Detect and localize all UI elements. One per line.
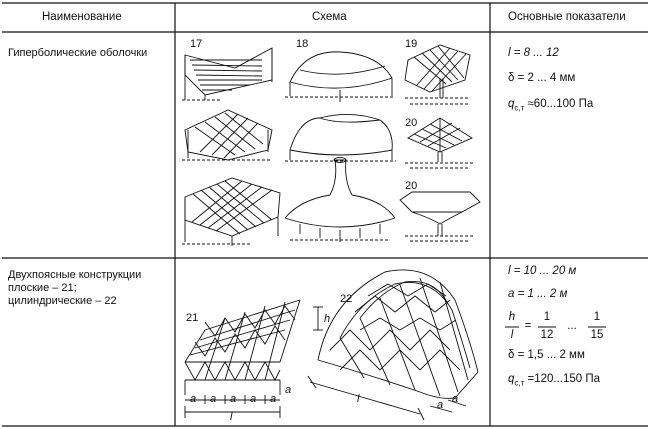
label-a-2: a <box>210 393 217 405</box>
row2-indicator-delta: δ = 1,5 ... 2 мм <box>508 349 585 361</box>
label-a-22b: a <box>452 393 459 405</box>
shell-drawing-18c <box>284 157 396 242</box>
row1-name: Гиперболические оболочки <box>8 47 148 59</box>
fig-number-20b: 20 <box>405 180 418 192</box>
frac2-num: 1 <box>593 311 601 323</box>
fig-number-18: 18 <box>296 38 309 50</box>
fig-number-19: 19 <box>405 38 418 50</box>
label-a-4: a <box>250 393 257 405</box>
frac2-den: 15 <box>590 329 604 341</box>
row2-indicator-a: a = 1 ... 2 м <box>508 288 568 300</box>
shell-drawing-17c <box>182 177 281 246</box>
row2-name-line3: цилиндрические – 22 <box>8 295 117 307</box>
label-a-1: a <box>190 393 197 405</box>
shell-drawing-17a <box>182 47 273 101</box>
frac1-den: 12 <box>540 329 554 341</box>
header-scheme: Схема <box>312 11 347 23</box>
fig-number-20a: 20 <box>405 117 418 129</box>
row2-indicator-l: l = 10 ... 20 м <box>508 265 577 277</box>
truss-drawing-21 <box>184 299 323 418</box>
shell-drawing-18a <box>285 51 395 102</box>
row2-indicator-q: qс,т =120...150 Па <box>508 373 601 388</box>
fig-number-22: 22 <box>340 293 353 305</box>
label-a-3: a <box>230 393 237 405</box>
shell-drawing-18b <box>285 114 396 162</box>
label-a-22a: a <box>437 399 444 411</box>
shell-drawing-17b <box>182 109 273 161</box>
fig-number-21: 21 <box>186 312 199 324</box>
header-indicators: Основные показатели <box>508 11 626 23</box>
shell-drawing-20a <box>405 117 475 169</box>
label-a-6: a <box>285 384 292 396</box>
label-l-21: l <box>230 411 233 423</box>
truss-drawing-22 <box>307 269 479 421</box>
row2-name-line1: Двухпоясные конструкции <box>8 269 142 281</box>
row1-indicator-l: l = 8 ... 12 <box>508 47 559 59</box>
fig-number-17: 17 <box>190 38 203 50</box>
label-l-22: l <box>357 393 360 405</box>
frac-h: h <box>508 311 516 323</box>
row1-indicator-delta: δ = 2 ... 4 мм <box>508 72 576 84</box>
frac-eq: = <box>524 320 532 332</box>
label-a-5: a <box>270 393 277 405</box>
header-name: Наименование <box>42 11 122 23</box>
label-h: h <box>324 313 331 325</box>
row2-name-line2: плоские – 21; <box>8 282 77 294</box>
frac-l: l <box>510 329 514 341</box>
frac1-num: 1 <box>543 311 551 323</box>
shell-drawing-19 <box>404 44 471 105</box>
row1-indicator-q: qс,т ≈60...100 Па <box>508 98 594 113</box>
shell-drawing-20b <box>399 191 481 242</box>
frac-dots: ... <box>567 320 577 332</box>
